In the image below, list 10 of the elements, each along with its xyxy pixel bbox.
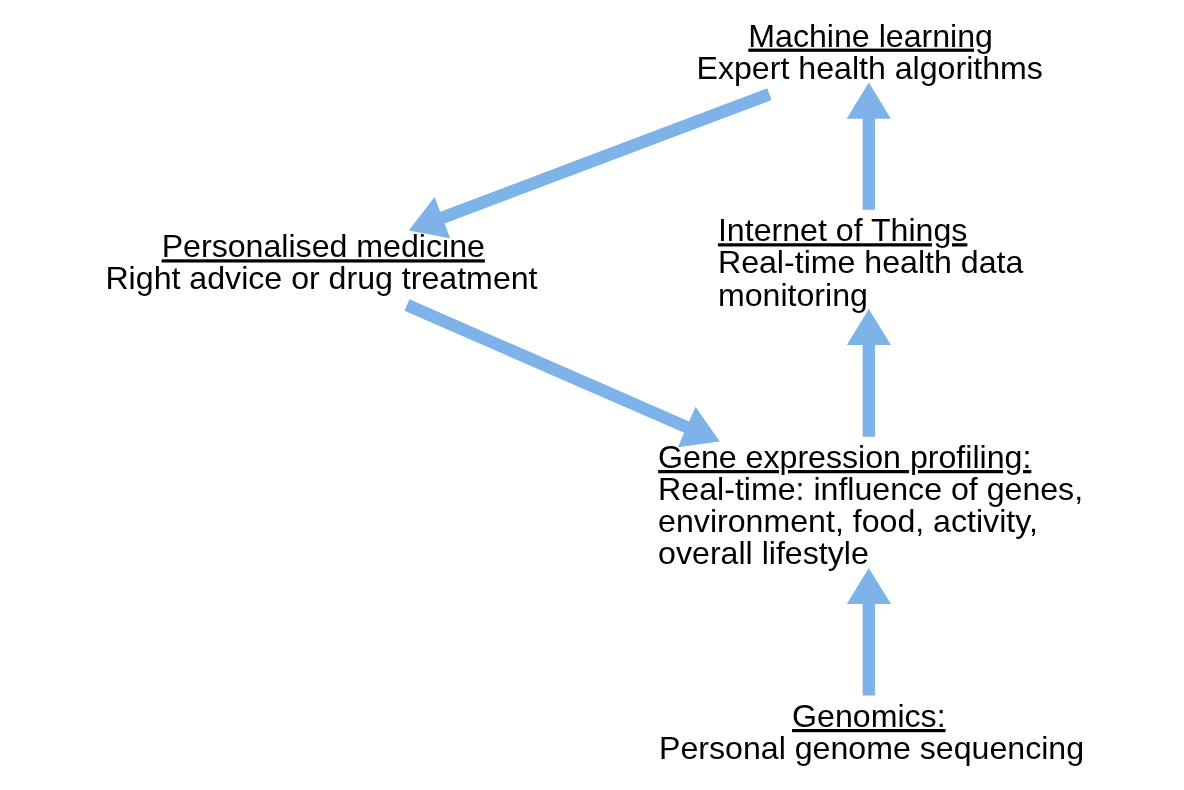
arrow	[846, 567, 891, 696]
node-text: Machine learning Expert health algorithms	[696, 17, 1043, 86]
arrow	[846, 82, 891, 210]
arrow	[846, 308, 891, 437]
node-text: Gene expression profiling: Real-time: influence of genes, environment, food, activity, overall lifestyle	[657, 439, 1083, 572]
arrow	[403, 299, 720, 448]
node-text: Internet of Things Real-time health data monitoring	[717, 212, 1023, 313]
node-text: Genomics: Personal genome sequencing	[658, 697, 1084, 767]
node-text: Personalised medicine Right advice or drug treatment	[104, 228, 538, 297]
arrow	[408, 88, 772, 239]
